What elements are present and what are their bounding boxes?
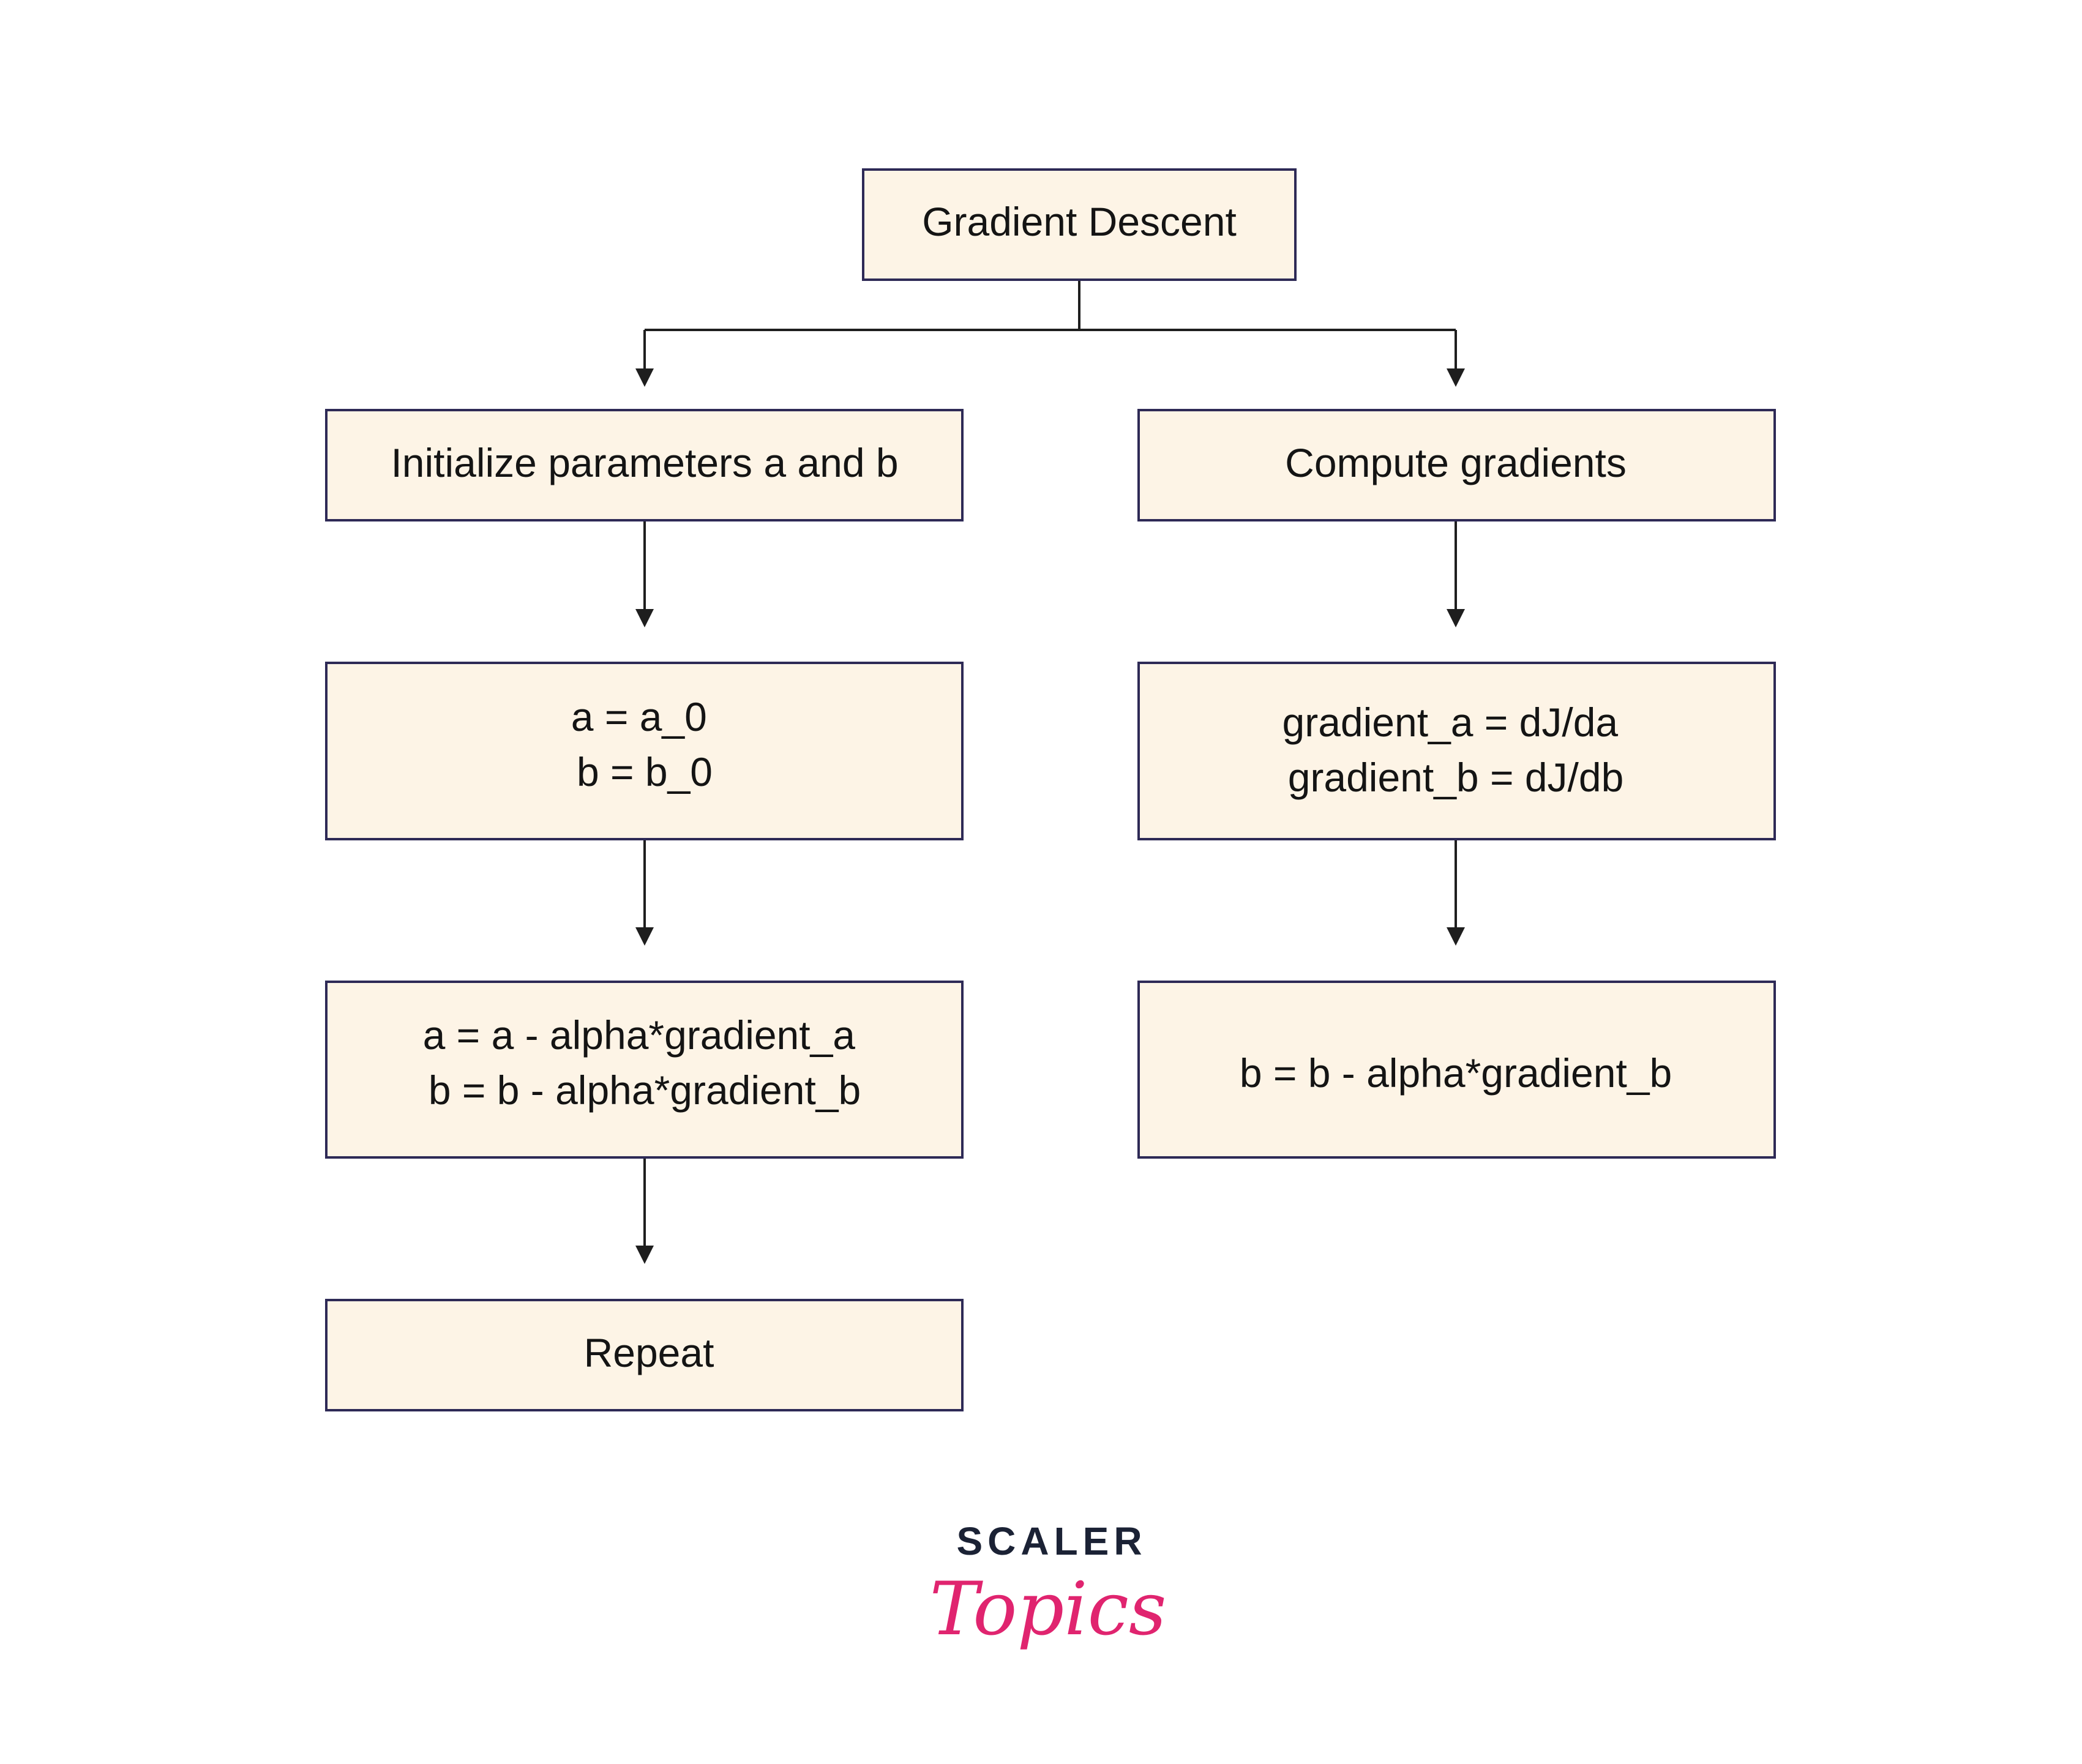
node-initialize-parameters: Initialize parameters a and b: [325, 409, 964, 521]
arrow-head-to-repeat: [635, 1246, 654, 1264]
node-assign-initial: a = a_0 b = b_0: [325, 662, 964, 840]
arrow-head-to-update-b: [1447, 927, 1465, 946]
nodes: Gradient Descent Initialize parameters a…: [325, 168, 1776, 1411]
node-gradient-formulas: gradient_a = dJ/da gradient_b = dJ/db: [1137, 662, 1776, 840]
node-compute-gradients-label: Compute gradients: [1285, 440, 1627, 485]
node-gradient-formulas-label: gradient_a = dJ/da gradient_b = dJ/db: [1283, 700, 1630, 800]
arrow-head-to-init: [635, 368, 654, 387]
node-initialize-parameters-label: Initialize parameters a and b: [391, 440, 898, 485]
brand-scaler-text: SCALER: [956, 1519, 1147, 1563]
node-repeat: Repeat: [325, 1299, 964, 1411]
node-update-a-and-b-label: a = a - alpha*gradient_a b = b - alpha*g…: [423, 1012, 867, 1113]
node-update-b: b = b - alpha*gradient_b: [1137, 981, 1776, 1159]
arrow-head-to-compute: [1447, 368, 1465, 387]
brand-topics-text: Topics: [930, 1567, 1167, 1652]
node-update-a-and-b: a = a - alpha*gradient_a b = b - alpha*g…: [325, 981, 964, 1159]
node-update-b-label: b = b - alpha*gradient_b: [1240, 1050, 1672, 1096]
arrow-head-to-update-ab: [635, 927, 654, 946]
arrow-head-to-assign: [635, 609, 654, 627]
node-compute-gradients: Compute gradients: [1137, 409, 1776, 521]
node-gradient-descent: Gradient Descent: [862, 168, 1297, 281]
edges: [635, 281, 1465, 1264]
scaler-topics-logo: SCALER Topics: [930, 1519, 1167, 1652]
node-assign-initial-label: a = a_0 b = b_0: [571, 694, 718, 794]
node-repeat-label: Repeat: [584, 1330, 714, 1375]
node-gradient-descent-label: Gradient Descent: [922, 199, 1237, 244]
edge-root-branch: [643, 281, 1457, 368]
arrow-head-to-grads: [1447, 609, 1465, 627]
